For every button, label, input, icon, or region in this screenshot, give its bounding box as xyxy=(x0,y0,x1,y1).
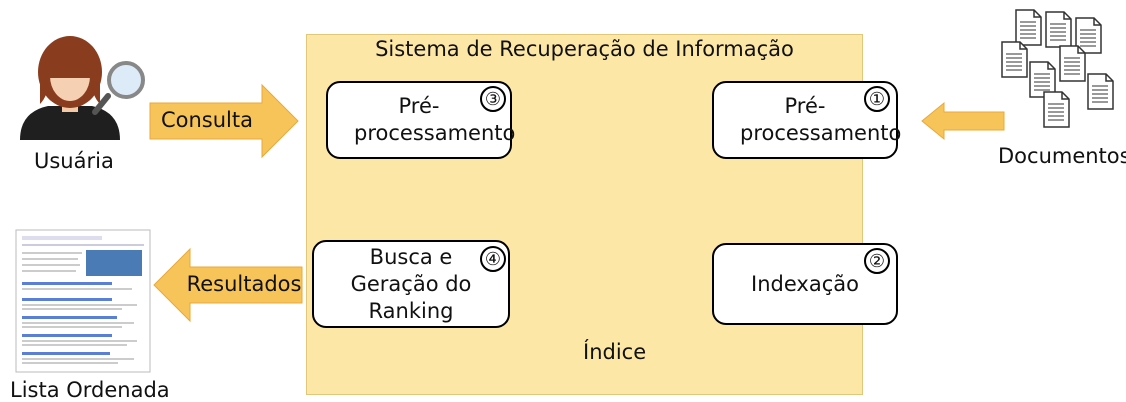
query-label: Consulta xyxy=(160,108,253,132)
magnifier-icon xyxy=(92,61,145,115)
user-label: Usuária xyxy=(34,149,114,173)
results-label: Resultados xyxy=(186,272,302,296)
system-title: Sistema de Recuperação de Informação xyxy=(375,37,794,61)
step-1-label: Pré-processamento xyxy=(740,94,902,145)
step-2-label: Indexação xyxy=(751,271,859,296)
step-4-badge: ④ xyxy=(480,246,506,272)
step-2-badge: ② xyxy=(864,248,890,274)
documents-label: Documentos xyxy=(998,144,1126,168)
results-arrow xyxy=(153,247,303,323)
documents-icon xyxy=(1001,9,1114,128)
index-label: Índice xyxy=(583,340,647,364)
step-1-badge: ① xyxy=(864,86,890,112)
step-1-box: Pré-processamento xyxy=(712,81,902,159)
documents-arrow xyxy=(921,101,1005,141)
step-3-label: Pré-processamento xyxy=(354,94,516,145)
result-page-thumbnail xyxy=(15,229,151,373)
step-4-box: Busca e Geração do Ranking xyxy=(312,240,510,328)
result-list-label: Lista Ordenada xyxy=(10,378,170,402)
step-3-badge: ③ xyxy=(480,86,506,112)
user-avatar-icon xyxy=(20,36,120,140)
query-arrow xyxy=(149,83,299,159)
step-4-label: Busca e Geração do Ranking xyxy=(350,244,472,323)
